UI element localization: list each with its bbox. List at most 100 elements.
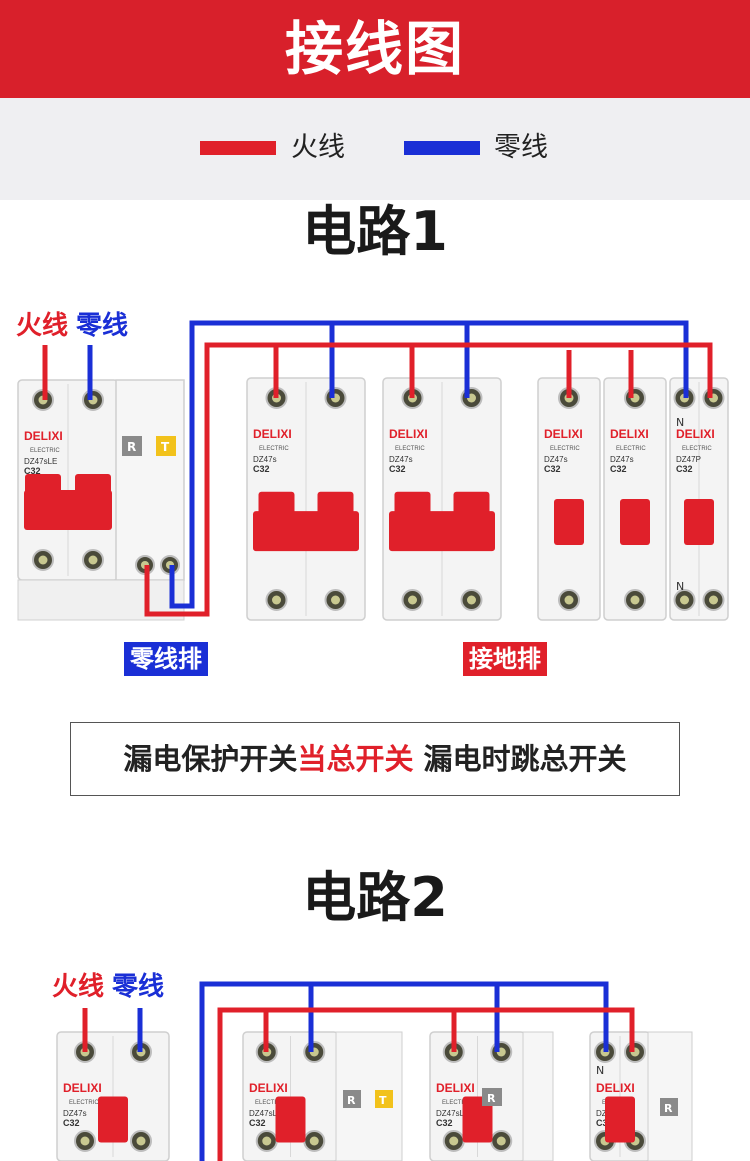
reset-button-4 — [660, 1098, 678, 1116]
legend-neutral-label: 零线 — [494, 132, 548, 163]
brand-sub-label: ELECTRIC — [259, 446, 289, 452]
terminal-screw-center — [467, 595, 476, 605]
handle-lever — [554, 499, 584, 545]
reset-button-2-label: R — [347, 1094, 356, 1107]
leakage-module-3 — [522, 1031, 554, 1161]
page-title: 接线图 — [284, 15, 465, 83]
legend — [0, 98, 750, 200]
live-bus-wire — [144, 342, 713, 617]
handle-lever — [620, 499, 650, 545]
model-label: DZ47sLE — [436, 1109, 469, 1118]
terminal-screw-center — [630, 595, 640, 605]
brand-sub-label: ELECTRIC — [69, 1100, 99, 1106]
circuit1-note: 漏电保护开关当总开关 漏电时跳总开关 — [70, 722, 680, 796]
terminal-screw-center — [680, 595, 689, 605]
terminal-screw-center — [88, 555, 98, 565]
circuit1-live-label: 火线 — [16, 311, 69, 341]
handle-lever — [605, 1096, 635, 1143]
rating-label: C32 — [24, 466, 41, 476]
circuit2-live-label: 火线 — [52, 972, 105, 1002]
test-button — [156, 436, 176, 456]
terminal-screw-center — [38, 555, 48, 565]
rating-label: C32 — [610, 464, 627, 474]
brand-label: DELIXI — [596, 1081, 635, 1095]
handle-lever — [462, 1096, 493, 1143]
terminal-screw-center — [496, 1136, 506, 1146]
reset-button-3-label: R — [487, 1092, 496, 1105]
terminal-screw-center — [564, 595, 574, 605]
brand-label: DELIXI — [676, 427, 715, 441]
legend-neutral-swatch — [404, 141, 480, 155]
brand-sub-label: ELECTRIC — [255, 1100, 285, 1106]
neutral-mark-bottom: N — [676, 580, 684, 593]
test-button-2 — [375, 1090, 393, 1108]
note-part3: 漏电时跳总开关 — [413, 742, 627, 776]
terminal-screw-center — [449, 1136, 459, 1146]
handle-lever — [25, 474, 61, 504]
handle-lever — [394, 491, 431, 522]
model-label: DZ47s — [544, 455, 568, 464]
brand-label: DELIXI — [253, 427, 292, 441]
rating-label: C32 — [389, 464, 406, 474]
leakage-module-4 — [647, 1031, 693, 1161]
terminal-screw-center — [408, 595, 417, 605]
brand-sub-label: ELECTRIC — [30, 448, 60, 454]
handle-lever — [75, 474, 111, 504]
circuit1-title: 电路1 — [302, 200, 448, 263]
terminal-screw-center — [272, 595, 281, 605]
rating-label: C32 — [544, 464, 561, 474]
brand-label: DELIXI — [610, 427, 649, 441]
rating-label: C32 — [676, 464, 693, 474]
terminal-screw-center — [80, 1136, 90, 1146]
reset-button-4-label: R — [664, 1102, 673, 1115]
handle-lever — [453, 491, 490, 522]
model-label: DZ47s — [253, 455, 277, 464]
test-button-2-label: T — [379, 1094, 387, 1107]
handle-lever — [317, 491, 354, 522]
neutral-mark-2: N — [596, 1064, 604, 1077]
circuit1-neutral-label: 零线 — [76, 311, 129, 341]
rating-label: C32 — [249, 1118, 266, 1128]
rating-label: C32 — [596, 1118, 613, 1128]
handle-lever — [98, 1096, 128, 1143]
legend-live-swatch — [200, 141, 276, 155]
brand-sub-label: ELECTRIC — [682, 446, 712, 452]
handle-lever — [258, 491, 295, 522]
circuit2-neutral-label: 零线 — [112, 972, 165, 1002]
note-part1: 漏电保护开关 — [123, 742, 298, 776]
live-bus-wire-2 — [217, 1007, 635, 1161]
ground-bar-tag: 接地排 — [463, 642, 547, 676]
neutral-mark: N — [676, 416, 684, 429]
legend-live-label: 火线 — [291, 132, 345, 163]
model-label: DZ47s — [63, 1109, 87, 1118]
terminal-screw-center — [309, 1136, 319, 1146]
leakage-module — [115, 379, 185, 581]
brand-label: DELIXI — [24, 429, 63, 443]
brand-sub-label: ELECTRIC — [395, 446, 425, 452]
neutral-bus-wire — [169, 320, 689, 609]
model-label: DZ47P — [676, 455, 701, 464]
model-label: DZ47sLE — [249, 1109, 282, 1118]
terminal-screw-center — [709, 595, 718, 605]
terminal-screw-center — [331, 595, 340, 605]
model-label: DZ47sLE — [24, 457, 57, 466]
handle-lever — [275, 1096, 306, 1143]
circuit2-title: 电路2 — [302, 866, 448, 929]
header-banner: 接线图 — [0, 0, 750, 98]
neutral-bar-tag: 零线排 — [124, 642, 208, 676]
terminal-screw-center — [136, 1136, 146, 1146]
reset-button-2 — [343, 1090, 361, 1108]
brand-label: DELIXI — [389, 427, 428, 441]
rating-label: C32 — [436, 1118, 453, 1128]
reset-button-3 — [482, 1088, 502, 1106]
model-label: DZ47s — [389, 455, 413, 464]
note-highlight: 当总开关 — [297, 742, 414, 776]
brand-label: DELIXI — [249, 1081, 288, 1095]
brand-label: DELIXI — [63, 1081, 102, 1095]
handle-lever — [684, 499, 714, 545]
reset-button — [122, 436, 142, 456]
brand-label: DELIXI — [544, 427, 583, 441]
neutral-bus-wire-2 — [199, 981, 609, 1161]
reset-button-label: R — [127, 440, 136, 454]
